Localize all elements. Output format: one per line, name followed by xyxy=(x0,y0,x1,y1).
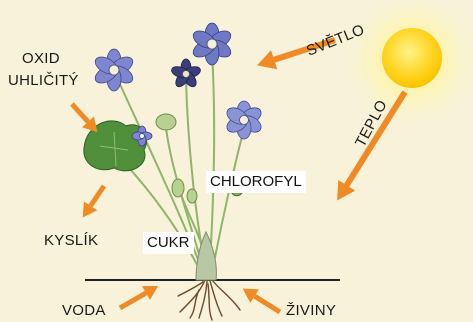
arrow-ziviny-to-roots xyxy=(238,282,284,319)
label-ziviny: ŽIVINY xyxy=(286,302,336,319)
label-oxid-line1: OXID xyxy=(22,50,60,67)
sun-icon xyxy=(340,0,473,132)
label-kyslik: KYSLÍK xyxy=(44,232,98,249)
arrow-voda-to-roots xyxy=(116,279,162,315)
label-voda: VODA xyxy=(62,302,106,319)
label-chlorofyl: CHLOROFYL xyxy=(206,171,306,193)
flower-2 xyxy=(190,23,233,65)
flower-4 xyxy=(224,101,264,139)
label-cukr: CUKR xyxy=(143,232,194,254)
roots xyxy=(178,280,240,320)
flower-1 xyxy=(92,49,135,91)
arrow-leaf-to-kyslik xyxy=(76,182,111,222)
label-oxid-line2: UHLIČITÝ xyxy=(8,72,79,89)
